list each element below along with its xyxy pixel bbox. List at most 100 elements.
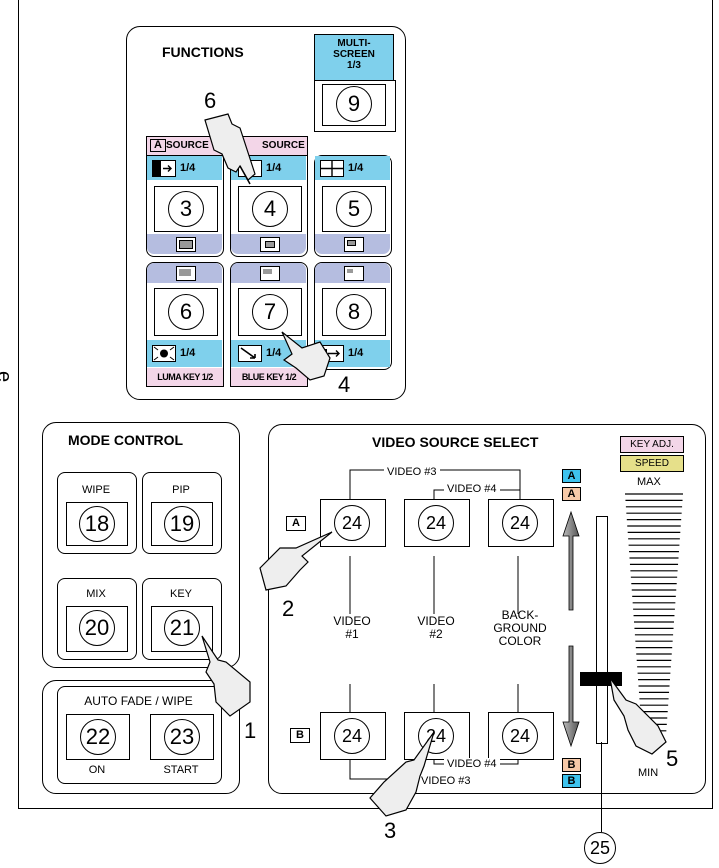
pip-number: 19 xyxy=(164,506,200,542)
fraction-7: 1/4 xyxy=(266,347,282,359)
badge-a-orange: A xyxy=(562,487,581,501)
t-bar-stem xyxy=(601,742,602,832)
badge-b-blue: B xyxy=(562,774,581,788)
a-source-letter: A xyxy=(150,139,166,152)
hand-pointer-icon-2 xyxy=(259,531,333,591)
speed-label: SPEED xyxy=(620,455,684,472)
fraction-8: 1/4 xyxy=(348,347,364,359)
video1-line1: VIDEO xyxy=(333,614,371,628)
auto-fade-on-label: ON xyxy=(88,764,106,776)
background-b-number: 24 xyxy=(502,718,538,754)
iris-icon xyxy=(152,345,176,362)
multiscreen-header: MULTI- SCREEN 1/3 xyxy=(314,34,394,80)
max-label: MAX xyxy=(637,476,661,488)
min-label: MIN xyxy=(638,767,659,779)
video2-label: VIDEO#2 xyxy=(404,615,468,641)
video3-top-label: VIDEO #3 xyxy=(384,466,440,478)
mix-frame xyxy=(57,578,137,660)
multiscreen-line3: 1/3 xyxy=(347,60,361,71)
video2-a-number: 24 xyxy=(418,505,454,541)
fill-icon xyxy=(176,266,196,281)
wipe-frame xyxy=(57,472,137,554)
key-frame xyxy=(142,578,222,660)
outer-frame xyxy=(18,0,713,809)
video1-b-number: 24 xyxy=(334,718,370,754)
fraction-4: 1/4 xyxy=(266,162,282,174)
video1-line2: #1 xyxy=(345,627,359,641)
mix-number: 20 xyxy=(79,610,115,646)
slider-number: 25 xyxy=(584,832,616,864)
luma-key-tab[interactable]: LUMA KEY 1/2 xyxy=(146,368,224,387)
row-b-label: B xyxy=(290,728,310,743)
callout-4: 4 xyxy=(338,372,351,397)
t-bar-track[interactable] xyxy=(596,516,608,744)
auto-fade-title: AUTO FADE / WIPE xyxy=(84,694,193,708)
pip-label: PIP xyxy=(172,484,190,496)
multiscreen-number: 9 xyxy=(336,86,372,122)
video1-label: VIDEO#1 xyxy=(320,615,384,641)
video3-bottom-label: VIDEO #3 xyxy=(418,775,474,787)
callout-2: 2 xyxy=(282,596,295,621)
wipe-right-icon xyxy=(152,160,176,177)
corner-small-icon xyxy=(344,266,364,281)
video2-line1: VIDEO xyxy=(417,614,455,628)
wipe-label: WIPE xyxy=(81,484,111,496)
pip-small-icon xyxy=(260,237,280,252)
fraction-3: 1/4 xyxy=(180,162,196,174)
auto-fade-frame xyxy=(57,686,222,784)
video1-a-number: 24 xyxy=(334,505,370,541)
diag-icon xyxy=(238,345,262,362)
auto-fade-on-number: 22 xyxy=(80,719,116,755)
hand-pointer-icon-4 xyxy=(281,331,331,381)
pip-frame xyxy=(142,472,222,554)
button-6-number: 6 xyxy=(168,294,204,330)
key-label: KEY xyxy=(169,588,192,600)
a-source-label: SOURCE xyxy=(166,140,209,151)
bg-line3: COLOR xyxy=(498,634,542,648)
fraction-6: 1/4 xyxy=(180,347,196,359)
quad-icon xyxy=(320,160,344,177)
button-5-number: 5 xyxy=(336,191,372,227)
video-source-title: VIDEO SOURCE SELECT xyxy=(372,434,539,450)
functions-title: FUNCTIONS xyxy=(162,44,244,60)
side-letter: e xyxy=(0,371,15,382)
auto-fade-start-number: 23 xyxy=(164,719,200,755)
fraction-5: 1/4 xyxy=(348,162,364,174)
key-number: 21 xyxy=(164,610,200,646)
speed-scale xyxy=(625,493,683,732)
row-a-label: A xyxy=(286,516,306,531)
multiscreen-line2: SCREEN xyxy=(333,49,375,60)
bg-line2: GROUND xyxy=(493,621,547,635)
video4-bottom-label: VIDEO #4 xyxy=(444,758,500,770)
button-3-number: 3 xyxy=(168,191,204,227)
mix-label: MIX xyxy=(86,588,106,600)
bg-line1: BACK- xyxy=(501,608,539,622)
mode-control-title: MODE CONTROL xyxy=(68,432,184,448)
button-4-number: 4 xyxy=(252,191,288,227)
video4-top-label: VIDEO #4 xyxy=(444,483,500,495)
hand-pointer-icon-3 xyxy=(369,731,435,817)
corner-fill-icon xyxy=(260,266,280,281)
wipe-number: 18 xyxy=(79,506,115,542)
hand-pointer-icon-1 xyxy=(201,635,251,717)
t-bar-arrows-icon xyxy=(562,510,580,748)
button-8-number: 8 xyxy=(336,294,372,330)
callout-5: 5 xyxy=(666,746,679,771)
video2-line2: #2 xyxy=(429,627,443,641)
callout-1: 1 xyxy=(244,718,257,743)
background-a-number: 24 xyxy=(502,505,538,541)
auto-fade-start-label: START xyxy=(163,764,199,776)
multiscreen-line1: MULTI- xyxy=(337,38,371,49)
hand-pointer-icon-5 xyxy=(609,677,667,755)
hand-pointer-icon-6 xyxy=(204,113,256,185)
button-7-number: 7 xyxy=(252,294,288,330)
key-adj-label: KEY ADJ. xyxy=(620,436,684,453)
callout-3: 3 xyxy=(384,818,397,843)
callout-6: 6 xyxy=(204,88,217,113)
b-source-label: SOURCE xyxy=(262,140,305,151)
pip-corner-icon xyxy=(344,237,364,252)
badge-a-blue: A xyxy=(562,469,581,483)
badge-b-orange: B xyxy=(562,758,581,772)
pip-large-icon xyxy=(176,237,196,252)
